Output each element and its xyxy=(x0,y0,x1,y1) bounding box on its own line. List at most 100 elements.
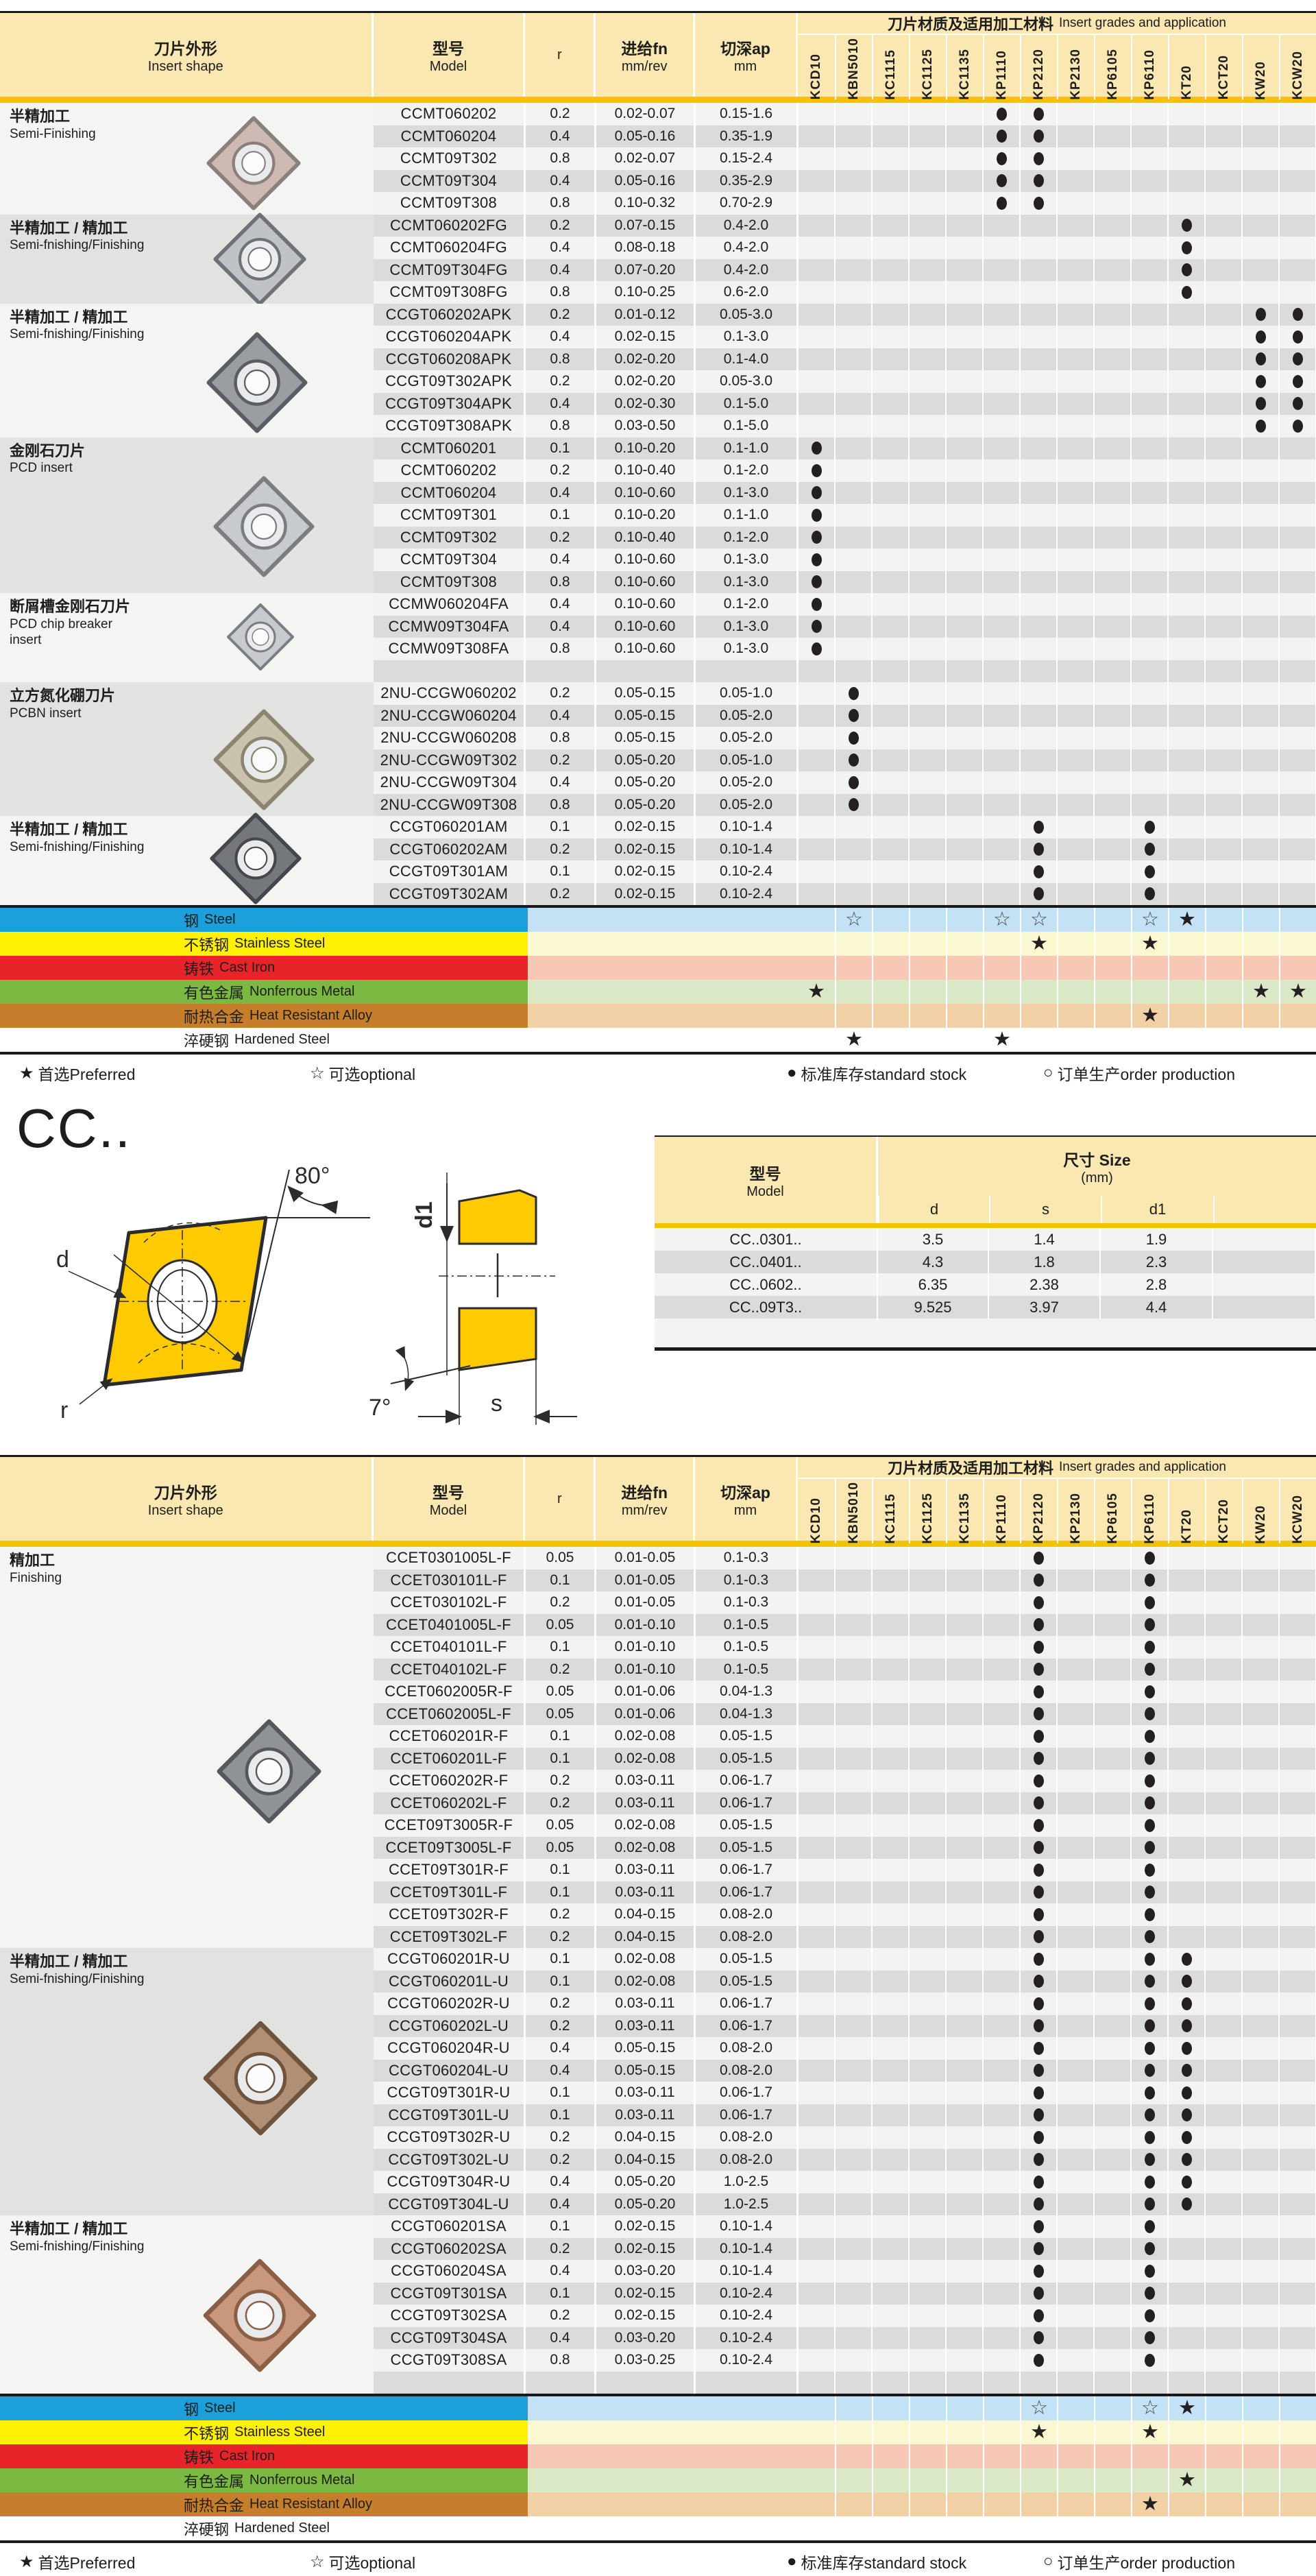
grade-cell-kt20 xyxy=(1169,615,1206,638)
grade-cell-kp6110 xyxy=(1132,682,1169,705)
grade-cell-kt20 xyxy=(1169,2326,1206,2349)
material-grade-cells xyxy=(798,956,1316,980)
grade-cell-kcd10 xyxy=(799,1636,836,1659)
grade-cell-kcd10 xyxy=(799,2082,836,2104)
grade-cell-kp6105 xyxy=(1095,771,1132,794)
grade-cell-kc1115 xyxy=(873,1993,910,2015)
grade-cell-kc1115 xyxy=(873,1681,910,1703)
grade-cell-kbn5010 xyxy=(836,2349,873,2372)
grade-cell-kbn5010 xyxy=(836,2037,873,2060)
rv-cell: 0.1 xyxy=(526,2215,596,2238)
legend-cell-kp2130 xyxy=(1057,908,1094,932)
ap-cell: 0.1-2.0 xyxy=(696,459,799,482)
legend-cell-kw20 xyxy=(1242,2444,1279,2468)
rv-cell: 0.2 xyxy=(526,682,596,705)
grade-cell-kc1115 xyxy=(873,437,910,459)
grade-cell-kp2130 xyxy=(1058,1881,1095,1903)
grade-cell-kp2130 xyxy=(1058,281,1095,304)
grade-cell-kcd10 xyxy=(799,660,836,682)
grade-cell-kp1110 xyxy=(984,593,1021,616)
ap-cell: 0.1-0.3 xyxy=(696,1547,799,1569)
grade-label-text: KP2120 xyxy=(1032,48,1046,100)
material-zh: 耐热合金 xyxy=(184,1008,245,1026)
standard-stock-dot xyxy=(811,620,822,634)
fn-cell: 0.02-0.15 xyxy=(596,326,696,348)
grade-cell-kc1115 xyxy=(873,370,910,393)
grade-label-kct20: KCT20 xyxy=(1205,1479,1242,1544)
grade-cell-kcd10 xyxy=(799,1569,836,1591)
grade-cell-kct20 xyxy=(1206,192,1243,215)
rv-cell: 0.2 xyxy=(526,1591,596,1614)
grade-cell-kcw20 xyxy=(1280,638,1316,660)
grade-cell-kp6110 xyxy=(1132,2193,1169,2215)
insert-photo-wrap xyxy=(202,2258,317,2376)
legend-cell-kc1125 xyxy=(909,2396,946,2420)
preferred-star: ★ xyxy=(1252,980,1270,1002)
grade-cell-kp2120 xyxy=(1021,281,1058,304)
grade-cell-kct20 xyxy=(1206,2059,1243,2082)
grade-cell-kc1125 xyxy=(910,2126,947,2149)
legend-cell-kcw20 xyxy=(1279,2396,1316,2420)
grade-cell-kw20 xyxy=(1243,682,1280,705)
grade-cell-kcd10 xyxy=(799,281,836,304)
grade-cell-kp1110 xyxy=(984,392,1021,415)
grade-cell-kp2120 xyxy=(1021,303,1058,326)
material-grade-cells: ☆☆★ xyxy=(798,2396,1316,2420)
legend-cell-kct20 xyxy=(1205,956,1242,980)
grade-cell-kp6105 xyxy=(1095,214,1132,237)
grade-cell-kcd10 xyxy=(799,370,836,393)
grade-cell-kt20 xyxy=(1169,549,1206,571)
grade-cell-kp1110 xyxy=(984,727,1021,749)
standard-stock-dot xyxy=(1144,843,1155,856)
grade-cell-kcw20 xyxy=(1280,704,1316,727)
standard-stock-dot xyxy=(1144,1818,1155,1832)
grade-cell-kp2130 xyxy=(1058,125,1095,147)
standard-stock-dot xyxy=(1033,2086,1044,2099)
grade-cell-kt20 xyxy=(1169,1903,1206,1926)
grade-cell-kc1115 xyxy=(873,2171,910,2193)
grade-cell-kp1110 xyxy=(984,303,1021,326)
grade-cell-kcd10 xyxy=(799,2304,836,2327)
grade-cell-kc1115 xyxy=(873,481,910,504)
model-cell: CCGT09T302R-U xyxy=(374,2126,526,2149)
legend-cell-kp6105 xyxy=(1094,2444,1131,2468)
legend-cell-kw20 xyxy=(1242,2396,1279,2420)
grade-cell-kt20 xyxy=(1169,1591,1206,1614)
fn-cell: 0.07-0.15 xyxy=(596,214,696,237)
grade-cell-kp2120 xyxy=(1021,2082,1058,2104)
grade-cell-kct20 xyxy=(1206,1681,1243,1703)
grade-cell-kc1125 xyxy=(910,1636,947,1659)
preferred-star: ★ xyxy=(1178,2469,1196,2491)
grade-label-text: KW20 xyxy=(1254,60,1268,100)
grade-cell-kt20 xyxy=(1169,2014,1206,2037)
grade-cell-kp6110 xyxy=(1132,437,1169,459)
grade-cell-kt20 xyxy=(1169,103,1206,125)
legend-cell-kcd10 xyxy=(798,1004,835,1028)
legend-cell-kw20: ★ xyxy=(1242,980,1279,1004)
grade-cell-kct20 xyxy=(1206,1725,1243,1748)
grade-cell-kp2120 xyxy=(1021,860,1058,883)
grade-cell-kct20 xyxy=(1206,1970,1243,1993)
grade-cell-kbn5010 xyxy=(836,816,873,839)
legend-cell-kcd10: ★ xyxy=(798,980,835,1004)
grade-cell-kcw20 xyxy=(1280,237,1316,259)
grade-cell-kcd10 xyxy=(799,1836,836,1859)
grade-cell-kc1115 xyxy=(873,237,910,259)
rv-cell: 0.8 xyxy=(526,415,596,437)
grade-cell-kp1110 xyxy=(984,838,1021,860)
material-zh: 淬硬钢 xyxy=(184,1032,230,1050)
grade-cell-kc1125 xyxy=(910,771,947,794)
grade-cell-kct20 xyxy=(1206,370,1243,393)
grade-cell-kcw20 xyxy=(1280,504,1316,527)
rv-cell: 0.8 xyxy=(526,570,596,593)
grade-cell-kt20 xyxy=(1169,415,1206,437)
grade-cell-kt20 xyxy=(1169,2104,1206,2126)
grade-cell-kc1125 xyxy=(910,704,947,727)
grade-cell-kp6110 xyxy=(1132,2349,1169,2372)
legend-cell-kp2120 xyxy=(1020,1004,1057,1028)
ap-cell: 0.1-0.5 xyxy=(696,1658,799,1681)
grade-cell-kp6105 xyxy=(1095,2326,1132,2349)
